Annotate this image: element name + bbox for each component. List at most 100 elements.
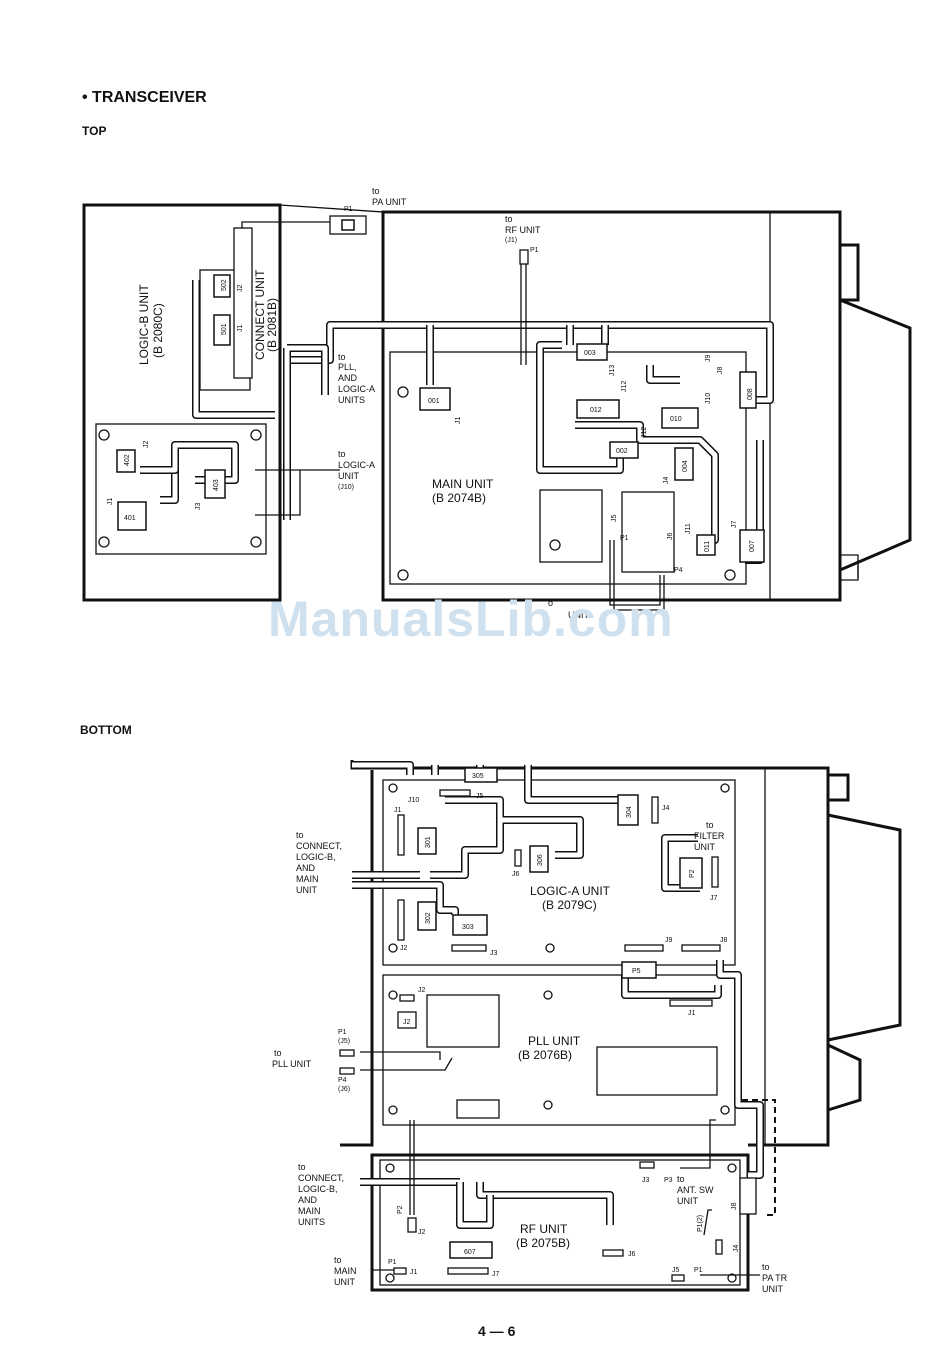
svg-text:UNIT: UNIT — [762, 1284, 783, 1294]
svg-text:UNIT: UNIT — [694, 842, 715, 852]
to-connect-callout-1: to CONNECT, LOGIC-B, AND MAIN UNIT — [296, 830, 342, 895]
section-bottom-label: BOTTOM — [80, 723, 132, 737]
svg-text:P4: P4 — [674, 567, 683, 574]
svg-text:(J6): (J6) — [338, 1086, 350, 1093]
svg-text:P1(2): P1(2) — [697, 1215, 704, 1232]
top-jack-labels: J2 J1 J2 J3 J1 J13 J12 J9 J8 J10 J12 J4 … — [107, 285, 738, 575]
rf-unit-label: RF UNIT — [520, 1222, 568, 1236]
connect-unit-code: (B 2081B) — [265, 298, 279, 352]
svg-text:J2: J2 — [418, 987, 426, 994]
logic-a-unit-label: LOGIC-A UNIT — [530, 884, 611, 898]
to-pa-to: to — [372, 186, 380, 196]
svg-text:to: to — [706, 820, 714, 830]
svg-text:J6: J6 — [512, 871, 520, 878]
to-rf-unit: RF UNIT — [505, 225, 541, 235]
bottom-chips — [417, 767, 703, 1259]
top-view: LOGIC-B UNIT (B 2080C) CONNECT UNIT (B 2… — [82, 186, 912, 620]
svg-text:LOGIC-A: LOGIC-A — [338, 384, 375, 394]
chip-003: 003 — [584, 350, 596, 357]
to-pll-callout: to PLL UNIT P1 (J5) P4 (J6) — [272, 1029, 350, 1093]
svg-text:J4: J4 — [663, 477, 670, 485]
svg-text:J2: J2 — [400, 945, 408, 952]
page-title: • TRANSCEIVER — [82, 89, 207, 106]
svg-text:to: to — [762, 1262, 770, 1272]
svg-text:P4: P4 — [338, 1077, 347, 1084]
svg-text:J12: J12 — [621, 381, 628, 392]
bottom-cables — [352, 761, 764, 1229]
chip-302: 302 — [425, 912, 432, 924]
svg-text:J2: J2 — [143, 441, 150, 449]
svg-text:MAIN: MAIN — [298, 1206, 321, 1216]
svg-text:J11: J11 — [685, 523, 692, 534]
chip-303: 303 — [462, 924, 474, 931]
logic-a-unit-code: (B 2079C) — [542, 898, 597, 912]
svg-text:AND: AND — [338, 373, 358, 383]
pll-unit-label: PLL UNIT — [528, 1034, 581, 1048]
chip-012: 012 — [590, 407, 602, 414]
svg-text:J12: J12 — [641, 427, 648, 438]
svg-text:J1: J1 — [455, 417, 462, 425]
rf-chassis — [370, 1153, 750, 1292]
svg-text:J1: J1 — [394, 807, 402, 814]
svg-text:P1: P1 — [620, 535, 629, 542]
svg-text:J5: J5 — [611, 515, 618, 523]
page-number: 4 — 6 — [478, 1323, 516, 1339]
svg-text:J2: J2 — [237, 285, 244, 293]
svg-text:to: to — [298, 1162, 306, 1172]
chip-004: 004 — [682, 460, 689, 472]
to-connect-callout-2: to CONNECT, LOGIC-B, AND MAIN UNITS — [298, 1162, 344, 1227]
svg-text:MAIN: MAIN — [296, 874, 319, 884]
logic-b-unit-code: (B 2080C) — [151, 303, 165, 358]
svg-text:J3: J3 — [195, 503, 202, 511]
svg-text:UNITS: UNITS — [338, 395, 365, 405]
chip-501: 501 — [221, 323, 228, 335]
svg-text:J3: J3 — [642, 1177, 650, 1184]
svg-text:CONNECT,: CONNECT, — [298, 1173, 344, 1183]
svg-text:P1: P1 — [338, 1029, 347, 1036]
svg-text:LOGIC-A: LOGIC-A — [338, 460, 375, 470]
main-unit-label: MAIN UNIT — [432, 477, 494, 491]
chip-011: 011 — [704, 541, 711, 552]
chip-607: 607 — [464, 1249, 476, 1256]
chip-306: 306 — [537, 854, 544, 866]
svg-text:J1: J1 — [107, 498, 114, 506]
svg-text:ANT. SW: ANT. SW — [677, 1185, 714, 1195]
svg-text:J8: J8 — [717, 367, 724, 375]
svg-text:AND: AND — [296, 863, 316, 873]
section-top-label: TOP — [82, 124, 107, 138]
svg-text:J5: J5 — [672, 1267, 680, 1274]
svg-text:J13: J13 — [609, 365, 616, 376]
svg-text:PLL UNIT: PLL UNIT — [272, 1059, 312, 1069]
rf-plug — [519, 249, 529, 265]
chip-010: 010 — [670, 416, 682, 423]
svg-text:LOGIC-B,: LOGIC-B, — [298, 1184, 338, 1194]
chip-p5: P5 — [632, 968, 641, 975]
svg-text:UNIT: UNIT — [338, 471, 359, 481]
svg-text:J2: J2 — [418, 1229, 426, 1236]
svg-text:J6: J6 — [667, 533, 674, 541]
bottom-jack-labels: J10 J5 J1 J4 J6 J7 J2 J3 J9 J8 J2 J1 J2 … — [388, 793, 740, 1278]
front-knob — [840, 243, 860, 302]
to-pa-plug: P1 — [344, 206, 353, 213]
svg-text:J7: J7 — [710, 895, 718, 902]
svg-text:J9: J9 — [705, 355, 712, 363]
chip-301: 301 — [425, 836, 432, 848]
to-pa-unit: PA UNIT — [372, 197, 407, 207]
connect-unit-board — [233, 227, 253, 379]
svg-text:AND: AND — [298, 1195, 318, 1205]
svg-text:P3: P3 — [664, 1177, 673, 1184]
logic-b-unit-label: LOGIC-B UNIT — [137, 284, 151, 365]
svg-text:o: o — [548, 598, 553, 608]
svg-text:J8: J8 — [731, 1203, 738, 1211]
to-patr-callout: to PA TR UNIT — [762, 1262, 788, 1294]
svg-text:MAIN: MAIN — [334, 1266, 357, 1276]
watermark: ManualsLib.com — [268, 591, 674, 647]
svg-text:J4: J4 — [662, 805, 670, 812]
chip-001: 001 — [428, 398, 440, 405]
bottom-connectors — [339, 789, 757, 1282]
svg-text:(J5): (J5) — [338, 1038, 350, 1045]
svg-text:J1: J1 — [688, 1010, 696, 1017]
svg-text:(J10): (J10) — [338, 484, 354, 491]
screw-holes — [98, 386, 736, 581]
